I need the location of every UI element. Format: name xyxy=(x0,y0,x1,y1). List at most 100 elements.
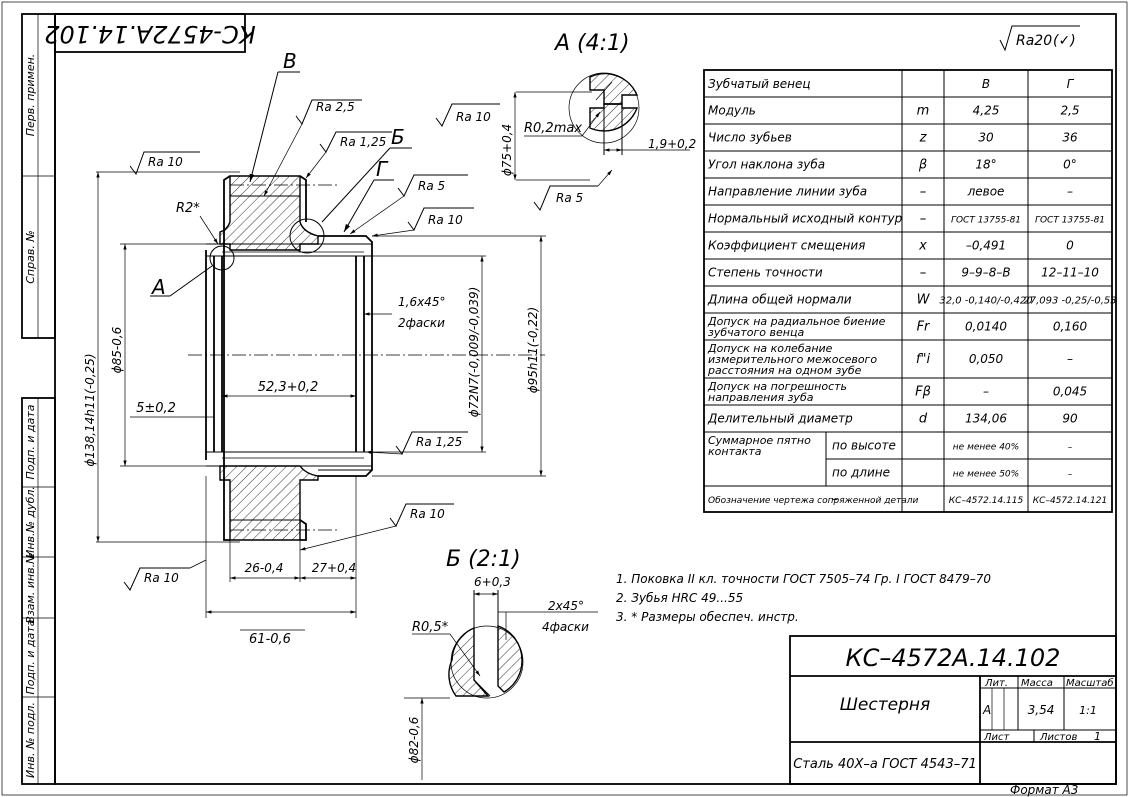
table-symbol: m xyxy=(917,104,930,119)
callout-v: В xyxy=(283,49,297,73)
roughness-general-text: Ra20 xyxy=(1016,33,1052,49)
table-param-label: Длина общей нормали xyxy=(707,293,852,307)
table-param-label-line: Суммарное пятно xyxy=(708,434,811,447)
table-param-label: Число зубьев xyxy=(708,131,792,145)
table-value-v: КС–4572.14.115 xyxy=(949,496,1024,506)
callout-a: А xyxy=(150,275,166,299)
title-sheets-value: 1 xyxy=(1094,730,1101,743)
dim-l26: 26-0,4 xyxy=(245,561,284,575)
title-doc-number: КС–4572А.14.102 xyxy=(846,644,1061,672)
dim-l5: 5±0,2 xyxy=(136,401,176,416)
dim-d19: 1,9+0,2 xyxy=(648,137,696,151)
dim-l52: 52,3+0,2 xyxy=(258,380,319,395)
table-symbol: z xyxy=(919,131,928,146)
title-scale-label: Масштаб xyxy=(1066,677,1114,689)
dim-r02: R0,2max xyxy=(524,121,582,136)
table-symbol: Fr xyxy=(917,320,931,335)
table-value-v: 0,0140 xyxy=(965,320,1007,334)
table-symbol: – xyxy=(920,185,927,200)
table-param-label-line: Допуск на радиальное биение xyxy=(707,315,886,328)
dim-d82: ϕ82-0,6 xyxy=(407,716,421,763)
ra10-bot: Ra 10 xyxy=(410,507,445,521)
table-value-g: 0,045 xyxy=(1053,385,1087,399)
technical-notes: 1. Поковка II кл. точности ГОСТ 7505–74 … xyxy=(616,572,991,624)
strip-label-sprav: Справ. № xyxy=(24,230,37,284)
ra25: Ra 2,5 xyxy=(316,100,355,114)
table-value-v: –0,491 xyxy=(966,239,1006,253)
table-value-g: – xyxy=(1067,185,1073,199)
table-value-g: – xyxy=(1068,443,1073,453)
dim-d75: ϕ75+0,4 xyxy=(500,124,514,176)
table-param-label: Нормальный исходный контур xyxy=(708,212,903,226)
roughness-general-mark: (✓) xyxy=(1053,33,1076,49)
callouts: В Б Г А xyxy=(150,49,412,299)
table-value-g: 36 xyxy=(1062,131,1078,145)
table-symbol: W xyxy=(917,293,931,308)
dim-d6: 6+0,3 xyxy=(474,575,511,589)
dim-d95: ϕ95h11(-0,22) xyxy=(526,307,540,393)
table-param-label: Степень точности xyxy=(708,266,823,280)
dim-r05: R0,5* xyxy=(412,620,449,635)
ra10-top: Ra 10 xyxy=(148,155,183,169)
dim-r2: R2* xyxy=(176,201,200,216)
title-sheets-label: Листов xyxy=(1039,732,1077,743)
table-symbol: β xyxy=(918,158,927,173)
main-section-view xyxy=(188,175,545,541)
table-value-v: не менее 50% xyxy=(953,470,1019,480)
table-value-v: левое xyxy=(967,185,1005,199)
table-value-g: 12–11–10 xyxy=(1041,266,1099,280)
table-param-label-line: контакта xyxy=(708,445,762,458)
title-mass-label: Масса xyxy=(1021,678,1053,689)
table-value-v: ГОСТ 13755-81 xyxy=(951,216,1021,226)
table-value-g: 0,160 xyxy=(1053,320,1088,334)
title-material: Сталь 40Х–а ГОСТ 4543–71 xyxy=(793,757,977,772)
table-param-label: Угол наклона зуба xyxy=(708,158,825,172)
table-value-g: 0 xyxy=(1066,239,1074,253)
dim-ch2b: 4фаски xyxy=(542,620,589,634)
table-value-g: – xyxy=(1068,470,1073,480)
ra5-g: Ra 5 xyxy=(418,179,445,193)
table-symbol: – xyxy=(920,212,927,227)
table-value-g: – xyxy=(1067,352,1073,366)
strip-label-vzam: Взам. инв.№ xyxy=(24,552,37,623)
strip-label-dubl: Инв.№ дубл. xyxy=(24,486,37,558)
strip-label-podp2: Подп. и дата xyxy=(24,619,37,694)
table-contact-sub: по длине xyxy=(832,466,890,480)
table-header-v: В xyxy=(982,77,990,91)
main-dimensions: ϕ138,14h11(-0,25) ϕ85-0,6 ϕ72N7(-0,009/-… xyxy=(83,171,546,647)
title-mass-value: 3,54 xyxy=(1028,703,1055,717)
table-param-label-line: измерительного межосевого xyxy=(708,353,877,366)
table-param-label: Модуль xyxy=(708,104,756,118)
dim-l61: 61-0,6 xyxy=(249,632,291,647)
ra5-a: Ra 5 xyxy=(556,191,583,205)
title-sheet-label: Лист xyxy=(983,732,1011,743)
table-param-label-line: расстояния на одном зубе xyxy=(707,364,862,377)
strip-label-podp1: Подп. и дата xyxy=(24,404,37,479)
ra10-a: Ra 10 xyxy=(456,110,491,124)
view-a: А (4:1) ϕ75+0,4 R0,2max 1,9+0,2 Ra 10 Ra… xyxy=(435,31,696,211)
table-value-g: 2,5 xyxy=(1060,104,1079,118)
ra125-top: Ra 1,25 xyxy=(340,135,386,149)
view-b: Б (2:1) 6+0,3 2x45° 4фаски R0,5* ϕ82-0,6 xyxy=(404,547,598,780)
note-1: 1. Поковка II кл. точности ГОСТ 7505–74 … xyxy=(616,572,991,586)
table-value-g: 0° xyxy=(1063,158,1077,172)
table-symbol: f"i xyxy=(916,352,931,367)
table-symbol: – xyxy=(920,266,927,281)
table-symbol: d xyxy=(919,412,928,427)
table-value-v: 0,050 xyxy=(969,352,1004,366)
table-symbol: x xyxy=(918,239,927,254)
table-param-label-line: Допуск на погрешность xyxy=(707,380,847,393)
table-value-v: 32,0 -0,140/-0,420 xyxy=(939,296,1032,307)
table-value-v: 4,25 xyxy=(973,104,1000,118)
title-scale-value: 1:1 xyxy=(1079,704,1097,717)
table-param-label: Делительный диаметр xyxy=(707,412,853,426)
table-param-label: Направление линии зуба xyxy=(708,185,867,199)
title-lit-label: Лит. xyxy=(984,678,1008,689)
table-header-title: Зубчатый венец xyxy=(708,77,811,91)
ra10-left: Ra 10 xyxy=(144,571,179,585)
dim-ch16: 1,6x45° xyxy=(398,295,445,309)
